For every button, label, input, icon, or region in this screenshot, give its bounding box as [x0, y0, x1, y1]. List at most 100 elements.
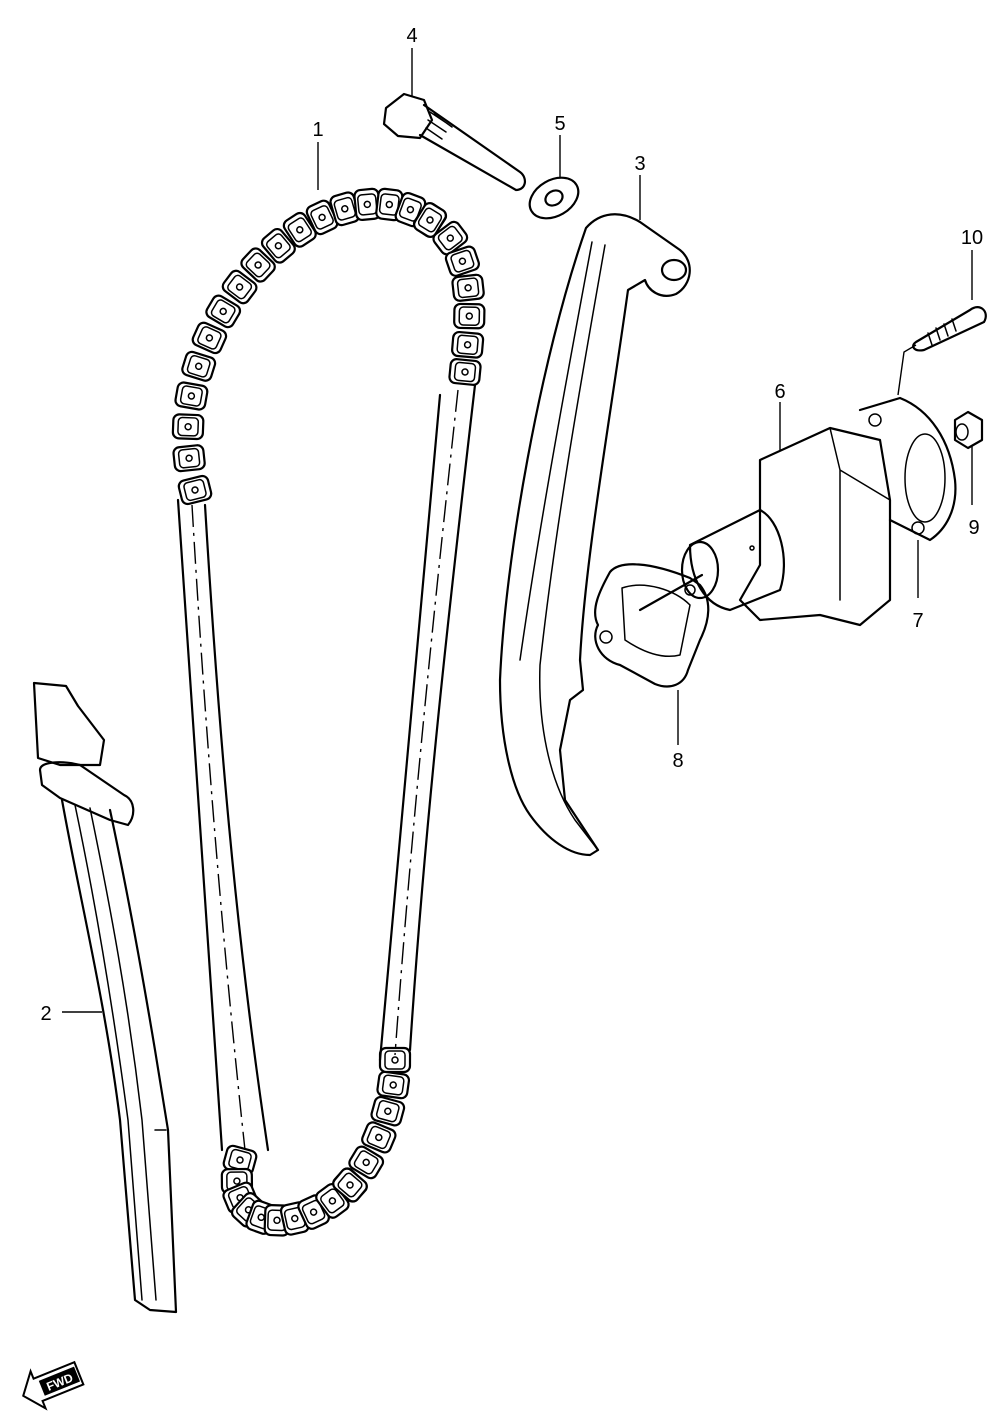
cam-chain-top-links — [171, 187, 486, 506]
callout-labels: 1 2 3 4 5 6 7 8 9 10 — [40, 25, 983, 1025]
chain-top-link-plate — [177, 474, 213, 506]
washer-outer — [528, 176, 580, 220]
chain-top-link-pin — [194, 362, 203, 371]
chain-bottom-r-link-pin — [362, 1158, 370, 1167]
guide-body — [60, 798, 178, 1314]
chain-bottom-r-link-pin — [346, 1181, 354, 1189]
chain-top-r-link-inner — [450, 249, 475, 273]
chain-top-link-pin — [385, 200, 394, 209]
guide-top-tab — [32, 681, 106, 767]
guide-rib-2 — [89, 807, 157, 1301]
chain-top-link — [174, 381, 209, 411]
screw-body — [912, 306, 987, 352]
chain-top-link — [205, 294, 242, 329]
chain-bottom-r-link — [332, 1167, 368, 1203]
chain-top-link-inner — [227, 274, 253, 300]
chain-top-link — [282, 211, 317, 248]
chain-top-link-pin — [318, 213, 326, 222]
chain-top-link-plate — [172, 444, 206, 473]
chain-top-link-inner — [177, 416, 200, 437]
chain-top-r-link-pin — [463, 341, 472, 349]
chain-top-link-inner — [245, 252, 271, 278]
screw-threads — [927, 318, 957, 346]
chain-top-r-link-pin — [461, 368, 469, 376]
chain-top-link-pin — [296, 226, 304, 234]
nut — [953, 410, 984, 450]
bolt-shank — [418, 103, 526, 192]
chain-top-link-inner — [183, 478, 207, 502]
chain-bottom-r-link-inner — [381, 1074, 405, 1096]
leader-10 — [897, 250, 973, 396]
chain-top-link-inner — [265, 233, 291, 259]
callout-4: 4 — [406, 25, 417, 47]
chain-top-r-link — [413, 202, 447, 238]
bolt-threads — [425, 111, 453, 140]
chain-bottom-link-pin — [233, 1177, 241, 1185]
chain-top-link — [181, 350, 217, 382]
chain-top-link-inner — [287, 217, 313, 243]
chain-left-inner-line — [203, 503, 270, 1152]
chain-top-link-pin — [185, 454, 193, 462]
chain-bottom-r-link — [378, 1046, 412, 1074]
chain-top-link-plate — [240, 247, 276, 283]
chain-top-r-link — [448, 358, 482, 386]
chain-top-r-link-pin — [458, 257, 467, 265]
chain-right-centerline — [394, 389, 459, 1056]
chain-left-centerline — [191, 504, 246, 1151]
chain-top-link-pin — [219, 307, 227, 316]
guide-top-boss — [38, 761, 135, 827]
chain-left-outer-line — [176, 498, 224, 1152]
tensioner-arm-bolt — [382, 92, 526, 192]
chain-top-link-pin — [406, 205, 415, 214]
chain-top-r-link-inner — [453, 361, 477, 383]
chain-top-link-plate — [174, 381, 209, 411]
adjuster-flange-face — [904, 433, 946, 523]
nut-face — [955, 423, 969, 441]
adjuster-body-edges — [829, 427, 891, 601]
chain-top-link — [240, 247, 276, 283]
chain-top-r-link-pin — [465, 312, 474, 320]
adjuster-body — [738, 426, 892, 627]
chain-top-link-plate — [181, 350, 217, 382]
washer-hole — [544, 189, 564, 207]
fwd-label-box — [38, 1366, 81, 1396]
cam-chain-tensioner-adjuster — [638, 396, 957, 627]
chain-right-outer-line — [378, 393, 442, 1062]
chain-top-link-pin — [235, 283, 244, 291]
chain-top-r-link-plate — [451, 330, 485, 359]
chain-bottom-r-link — [370, 1095, 406, 1127]
gasket-inner-opening — [621, 584, 691, 657]
cam-chain-guide — [32, 681, 178, 1314]
chain-top-link — [177, 474, 213, 506]
screw — [912, 306, 987, 352]
chain-top-link-inner — [333, 196, 357, 221]
chain-top-link-plate — [282, 211, 317, 248]
adjuster-flange — [858, 396, 957, 542]
callout-10: 10 — [961, 227, 983, 249]
chain-bottom-r-link-pin — [384, 1107, 392, 1115]
chain-bottom-link-pin — [236, 1156, 244, 1164]
chain-bottom-r-link-plate — [348, 1145, 385, 1180]
chain-right-inner-line — [408, 383, 477, 1052]
chain-top-r-link-plate — [451, 273, 485, 302]
chain-bottom-r-link — [348, 1145, 385, 1180]
chain-top-link-inner — [310, 205, 334, 230]
guide-rib-1 — [74, 804, 143, 1301]
callout-6: 6 — [774, 381, 785, 403]
chain-top-link-pin — [254, 261, 262, 269]
chain-bottom-r-link-inner — [384, 1050, 406, 1070]
chain-bottom-r-link-plate — [376, 1070, 411, 1100]
callout-9: 9 — [968, 517, 979, 539]
tensioner-arm-edge-2 — [539, 244, 606, 851]
chain-top-link-pin — [363, 200, 372, 209]
callout-1: 1 — [312, 119, 323, 141]
chain-bottom-r-link-inner — [353, 1150, 379, 1175]
chain-bottom-r-link-inner — [366, 1125, 392, 1150]
chain-top-link-pin — [205, 334, 214, 342]
callout-2: 2 — [40, 1003, 51, 1025]
chain-bottom-r-link — [361, 1121, 397, 1154]
chain-top-r-link — [432, 220, 469, 256]
gasket-bolt-hole-right — [684, 584, 696, 596]
callout-3: 3 — [634, 153, 645, 175]
